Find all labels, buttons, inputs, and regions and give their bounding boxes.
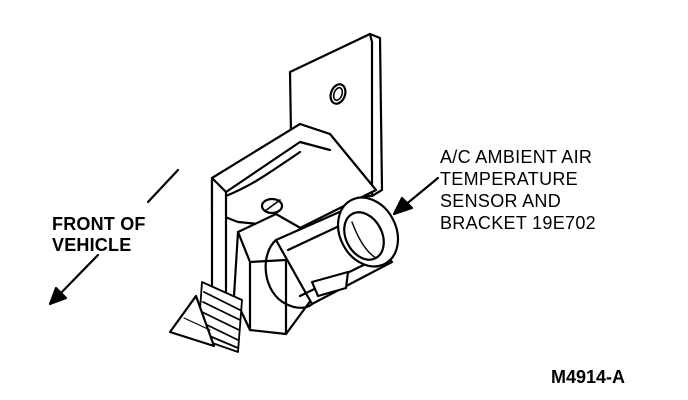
front-of-vehicle-label: FRONT OF VEHICLE	[52, 214, 146, 256]
sensor-label-line-4: BRACKET 19E702	[440, 213, 596, 233]
sensor-callout-label: A/C AMBIENT AIR TEMPERATURE SENSOR AND B…	[440, 146, 596, 234]
front-direction-arrow-icon	[48, 168, 180, 306]
sensor-label-line-1: A/C AMBIENT AIR	[440, 147, 593, 167]
figure-code: M4914-A	[551, 367, 626, 387]
sensor-tip	[168, 294, 216, 348]
sensor-label-line-2: TEMPERATURE	[440, 169, 578, 189]
sensor-end-cap	[336, 196, 400, 268]
front-label-line-2: VEHICLE	[52, 235, 132, 255]
sensor-label-line-3: SENSOR AND	[440, 191, 562, 211]
bracket-plate	[210, 122, 378, 306]
callout-arrow-icon	[392, 176, 440, 216]
front-label-line-1: FRONT OF	[52, 214, 146, 234]
